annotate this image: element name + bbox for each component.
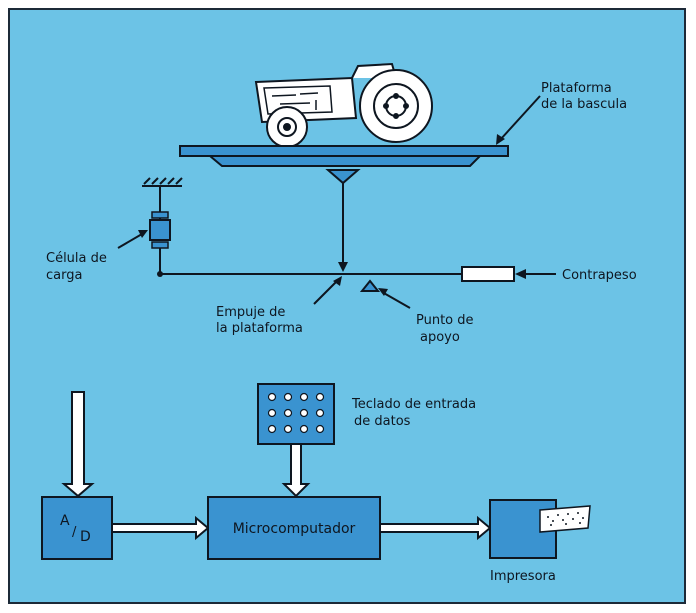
ad-label-sub: D — [80, 529, 91, 545]
load-cell-leader-arrowhead — [138, 230, 148, 238]
scale-platform — [179, 145, 509, 157]
ad-converter-box — [41, 496, 113, 560]
load-cell-label-line1: Célula de — [46, 251, 107, 266]
ad-label-main: A — [60, 513, 70, 529]
thrust-arrowhead — [338, 262, 348, 272]
platform-label-line2: de la bascula — [541, 97, 627, 112]
load-cell — [149, 219, 171, 241]
load-cell-label-line2: carga — [46, 268, 82, 283]
ad-input-arrow — [61, 391, 95, 498]
printer-paper — [539, 505, 591, 533]
tractor-illustration — [254, 62, 433, 148]
counterweight-leader-arrowhead — [515, 269, 526, 279]
keyboard-to-micro-arrow — [281, 443, 311, 498]
microcomputer-label: Microcomputador — [233, 521, 356, 537]
counterweight-block — [461, 266, 515, 282]
platform-label-line1: Plataforma — [541, 81, 612, 96]
pivot-label-line2: apoyo — [420, 330, 460, 345]
thrust-leader-arrowhead — [333, 276, 342, 286]
platform-leader-arrowhead — [496, 134, 505, 145]
load-cell-bottom-cap — [151, 241, 169, 249]
platform-leader-line — [499, 95, 541, 141]
keyboard-keys — [267, 392, 325, 434]
keyboard-label-line2: de datos — [354, 414, 411, 429]
pivot-label-line1: Punto de — [416, 313, 474, 328]
load-cell-top-cap — [151, 211, 169, 219]
keyboard-label-line1: Teclado de entrada — [351, 397, 476, 412]
printer-label: Impresora — [490, 569, 556, 584]
ad-label-slash: / — [72, 525, 77, 540]
ground-hatch — [142, 177, 183, 187]
platform-thrust-triangle — [325, 169, 361, 185]
thrust-leader-line — [313, 279, 339, 305]
pivot-leader-line — [381, 291, 411, 309]
load-cell-leader-line — [117, 233, 143, 249]
platform-base — [207, 155, 483, 167]
pivot-leader-arrowhead — [378, 288, 388, 296]
micro-to-printer-arrow — [379, 515, 492, 541]
ad-to-micro-arrow — [111, 515, 210, 541]
printer-paper-dots — [547, 512, 584, 526]
pivot-triangle — [359, 279, 381, 292]
thrust-label-line1: Empuje de — [216, 305, 285, 320]
counterweight-label: Contrapeso — [562, 268, 637, 283]
thrust-label-line2: la plataforma — [216, 321, 303, 336]
